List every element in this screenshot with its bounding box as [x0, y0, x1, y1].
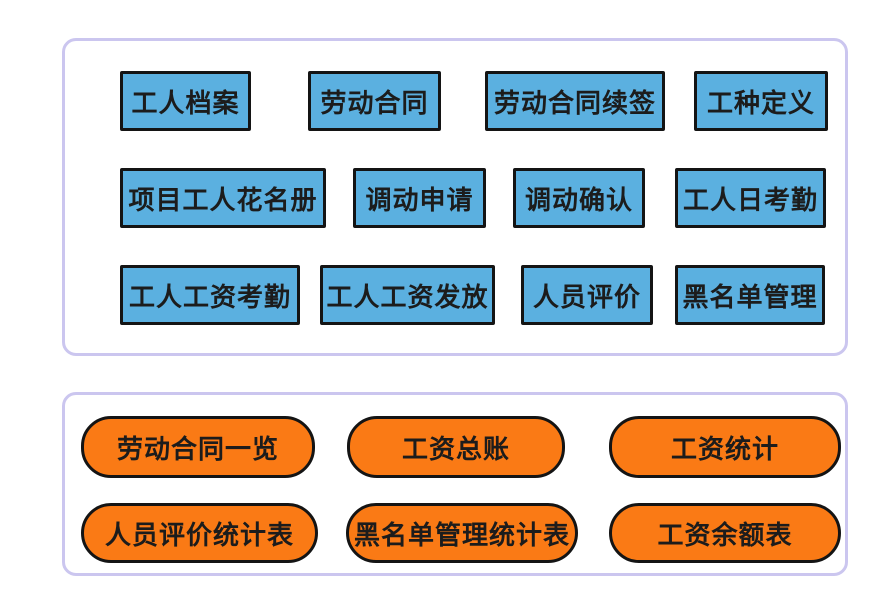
report-button[interactable]: 工资统计: [609, 416, 841, 478]
module-button[interactable]: 调动申请: [353, 168, 486, 228]
module-button[interactable]: 劳动合同续签: [485, 71, 665, 131]
module-button[interactable]: 劳动合同: [308, 71, 441, 131]
module-button[interactable]: 调动确认: [513, 168, 645, 228]
reports-panel: 劳动合同一览工资总账工资统计 人员评价统计表黑名单管理统计表工资余额表: [62, 392, 848, 576]
module-button[interactable]: 工人日考勤: [675, 168, 826, 228]
module-button[interactable]: 人员评价: [521, 265, 653, 325]
modules-row-2: 项目工人花名册调动申请调动确认工人日考勤: [65, 168, 845, 230]
report-button[interactable]: 人员评价统计表: [81, 503, 318, 563]
report-button[interactable]: 工资余额表: [609, 503, 841, 563]
report-button[interactable]: 劳动合同一览: [81, 416, 315, 478]
module-button[interactable]: 工种定义: [694, 71, 828, 131]
module-button[interactable]: 项目工人花名册: [120, 168, 326, 228]
reports-row-2: 人员评价统计表黑名单管理统计表工资余额表: [65, 503, 845, 565]
modules-row-3: 工人工资考勤工人工资发放人员评价黑名单管理: [65, 265, 845, 327]
module-button[interactable]: 黑名单管理: [675, 265, 825, 325]
module-button[interactable]: 工人工资发放: [320, 265, 495, 325]
module-button[interactable]: 工人档案: [120, 71, 251, 131]
module-button[interactable]: 工人工资考勤: [120, 265, 300, 325]
report-button[interactable]: 黑名单管理统计表: [346, 503, 578, 563]
modules-row-1: 工人档案劳动合同劳动合同续签工种定义: [65, 71, 845, 133]
modules-panel: 工人档案劳动合同劳动合同续签工种定义 项目工人花名册调动申请调动确认工人日考勤 …: [62, 38, 848, 356]
reports-row-1: 劳动合同一览工资总账工资统计: [65, 416, 845, 478]
report-button[interactable]: 工资总账: [347, 416, 565, 478]
